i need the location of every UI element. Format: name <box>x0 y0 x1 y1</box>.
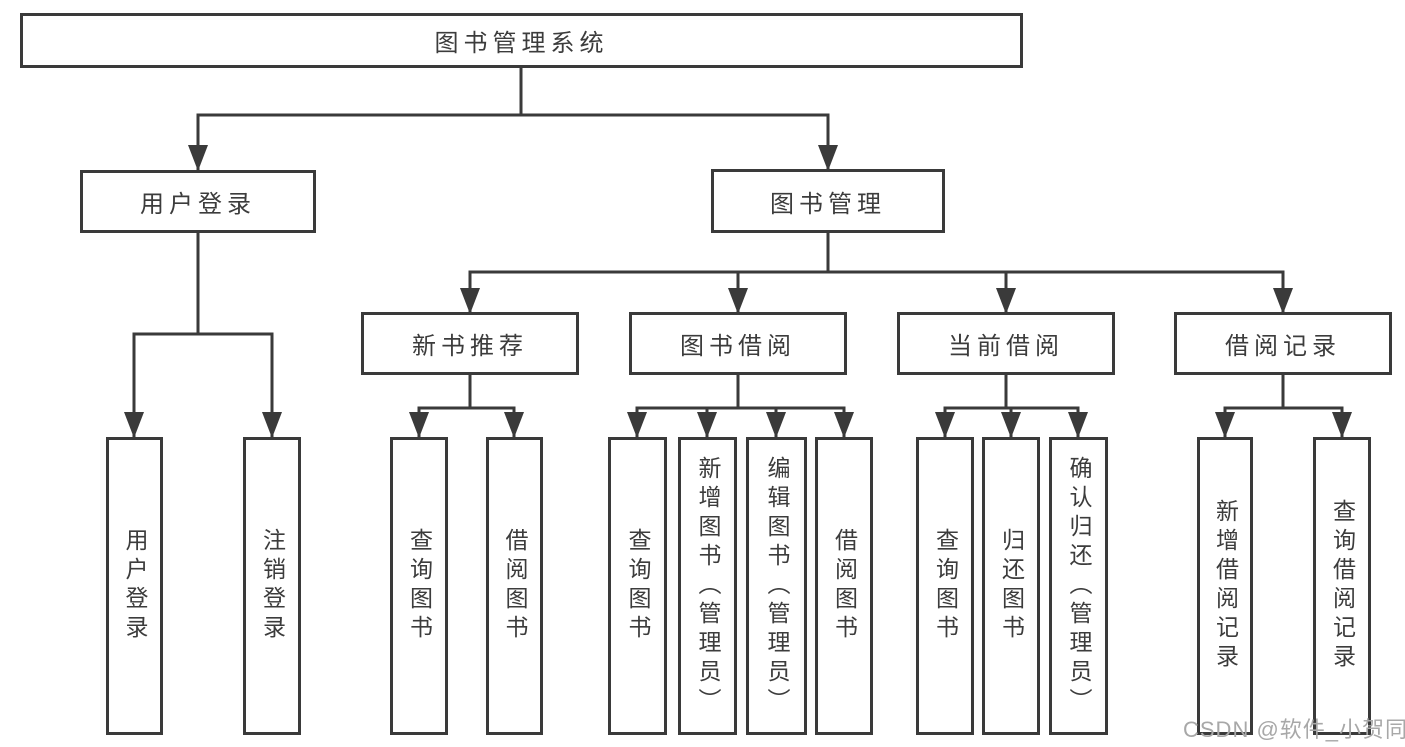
leaf-borrow-book: 借阅图书 <box>815 437 873 735</box>
leaf-current-query-book: 查询图书 <box>916 437 974 735</box>
leaf-query-borrow-record: 查询借阅记录 <box>1313 437 1371 735</box>
leaf-recommend-query-book: 查询图书 <box>390 437 448 735</box>
node-user-login: 用户登录 <box>80 170 316 233</box>
leaf-recommend-borrow-book-label: 借阅图书 <box>502 528 528 644</box>
node-book-borrow: 图书借阅 <box>629 312 847 375</box>
leaf-query-borrow-record-label: 查询借阅记录 <box>1329 499 1356 673</box>
node-borrow-records: 借阅记录 <box>1174 312 1392 375</box>
leaf-recommend-query-book-label: 查询图书 <box>406 528 433 644</box>
leaf-confirm-return-admin: 确认归还（管理员） <box>1049 437 1108 735</box>
leaf-confirm-return-admin-label: 确认归还（管理员） <box>1066 455 1092 717</box>
node-book-management-label: 图书管理 <box>770 190 886 218</box>
leaf-return-book-label: 归还图书 <box>998 528 1025 644</box>
leaf-borrow-query-book-label: 查询图书 <box>625 528 651 644</box>
node-system-root-label: 图书管理系统 <box>434 30 609 57</box>
node-current-borrow: 当前借阅 <box>897 312 1115 375</box>
csdn-watermark: CSDN @软件_小贺同学 <box>1183 717 1405 742</box>
leaf-edit-book-admin: 编辑图书（管理员） <box>746 437 807 735</box>
leaf-add-borrow-record-label: 新增借阅记录 <box>1212 499 1239 673</box>
leaf-add-borrow-record: 新增借阅记录 <box>1197 437 1253 735</box>
leaf-current-query-book-label: 查询图书 <box>932 528 959 644</box>
node-current-borrow-label: 当前借阅 <box>948 333 1064 360</box>
leaf-logout: 注销登录 <box>243 437 301 735</box>
leaf-borrow-book-label: 借阅图书 <box>831 528 858 644</box>
leaf-add-book-admin: 新增图书（管理员） <box>678 437 737 735</box>
node-user-login-label: 用户登录 <box>140 191 256 218</box>
leaf-recommend-borrow-book: 借阅图书 <box>486 437 543 735</box>
node-borrow-records-label: 借阅记录 <box>1225 333 1341 360</box>
leaf-user-login-label: 用户登录 <box>122 528 148 644</box>
node-book-borrow-label: 图书借阅 <box>680 333 796 360</box>
node-new-book-recommend: 新书推荐 <box>361 312 579 375</box>
leaf-logout-label: 注销登录 <box>259 528 286 644</box>
leaf-edit-book-admin-label: 编辑图书（管理员） <box>764 455 790 717</box>
leaf-user-login: 用户登录 <box>106 437 163 735</box>
leaf-add-book-admin-label: 新增图书（管理员） <box>695 455 721 717</box>
node-system-root: 图书管理系统 <box>20 13 1023 68</box>
node-new-book-recommend-label: 新书推荐 <box>412 333 528 360</box>
leaf-borrow-query-book: 查询图书 <box>608 437 667 735</box>
leaf-return-book: 归还图书 <box>982 437 1040 735</box>
node-book-management: 图书管理 <box>711 169 945 233</box>
